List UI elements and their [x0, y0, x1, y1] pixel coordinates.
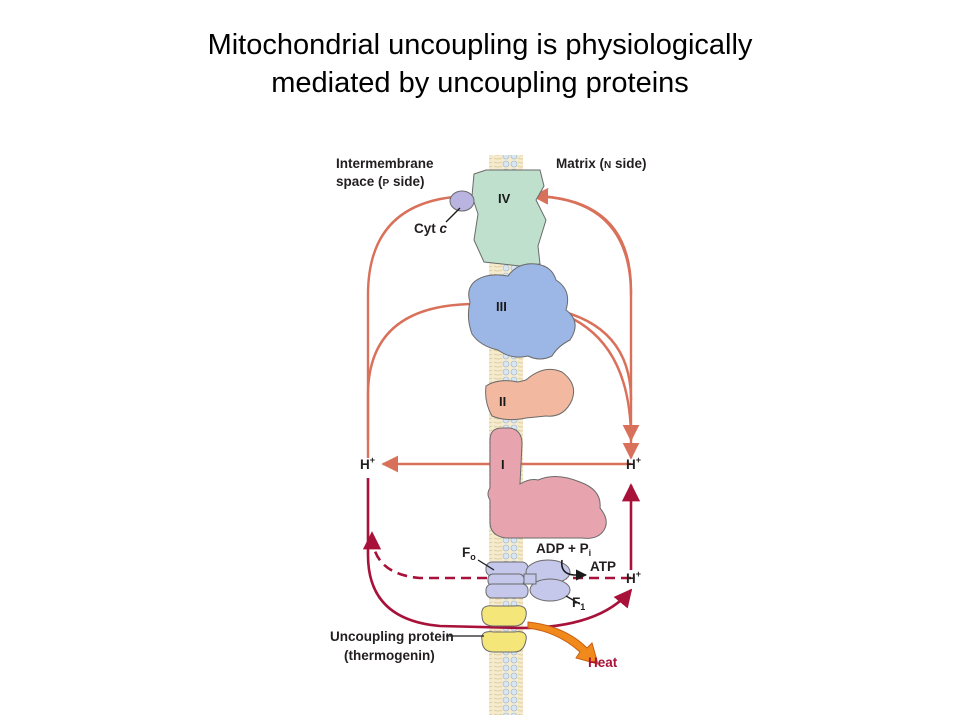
slide-title: Mitochondrial uncoupling is physiologica…	[0, 26, 960, 102]
complex-iv-label: IV	[498, 191, 511, 206]
complex-iii-label: III	[496, 299, 507, 314]
heat-arrow	[527, 621, 599, 665]
intermembrane-side-label: space (P side)	[336, 174, 424, 189]
f1-leader	[565, 595, 581, 605]
complex-i-label: I	[501, 457, 505, 472]
cyt-c-label: Cyt c	[414, 221, 448, 236]
h-plus-left-label: H+	[360, 455, 375, 472]
uncoupled-proton-arrows	[362, 478, 641, 630]
arrow-left-down	[366, 478, 633, 630]
matrix-label: Matrix (N side)	[556, 156, 647, 171]
adp-pi-label: ADP + Pi	[536, 541, 591, 558]
complex-ii	[485, 368, 575, 421]
fo-leader	[477, 559, 495, 571]
heat-label: Heat	[588, 655, 618, 670]
uncoupling-protein	[481, 605, 527, 653]
atp-label: ATP	[590, 559, 616, 574]
complex-ii-label: II	[499, 394, 506, 409]
uncoupling-protein-label: Uncoupling protein	[330, 629, 454, 644]
title-line-2: mediated by uncoupling proteins	[271, 67, 689, 99]
atp-synthase	[485, 559, 571, 602]
complex-i	[487, 427, 607, 539]
complex-iv	[471, 169, 547, 267]
leader-lines	[446, 559, 581, 637]
fo-label: Fo	[462, 545, 476, 562]
intermembrane-label: Intermembrane	[336, 156, 434, 171]
f1-label: F1	[572, 595, 585, 612]
cyt-c-leader	[445, 207, 461, 223]
thermogenin-label: (thermogenin)	[344, 648, 435, 663]
arrow-atp-synthase-dashed	[362, 531, 631, 580]
title-line-1: Mitochondrial uncoupling is physiologica…	[207, 29, 753, 61]
h-plus-right-bottom-label: H+	[626, 569, 641, 586]
complex-iii	[467, 263, 576, 360]
arrow-into-iv	[531, 187, 633, 296]
h-plus-right-top-label: H+	[626, 455, 641, 472]
adp-to-atp-arrow	[560, 559, 588, 581]
cyt-c-protein	[449, 190, 475, 212]
